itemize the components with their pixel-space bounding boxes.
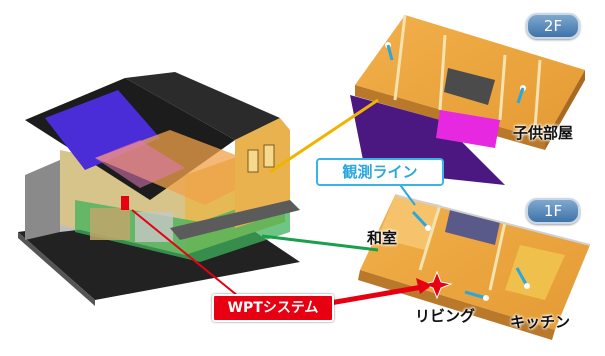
floor-badge-2f: 2F: [526, 13, 580, 39]
label-living: リビング: [415, 307, 476, 325]
wpt-arrow-right: [329, 283, 429, 306]
wpt-arrow-left: [131, 209, 239, 297]
label-japanese-room: 和室: [367, 229, 398, 247]
connector-1f: [261, 234, 379, 252]
label-kitchen: キッチン: [510, 313, 571, 331]
label-children-room: 子供部屋: [513, 124, 574, 142]
house-3d-model: [18, 72, 300, 306]
wpt-arrowhead: [416, 278, 432, 294]
observation-line-callout: 観測ライン: [316, 158, 444, 186]
wpt-system-callout: WPTシステム: [212, 294, 334, 322]
floor-badge-1f: 1F: [526, 198, 580, 224]
floor-plan-2f: [350, 14, 585, 185]
connector-2f: [269, 98, 379, 174]
